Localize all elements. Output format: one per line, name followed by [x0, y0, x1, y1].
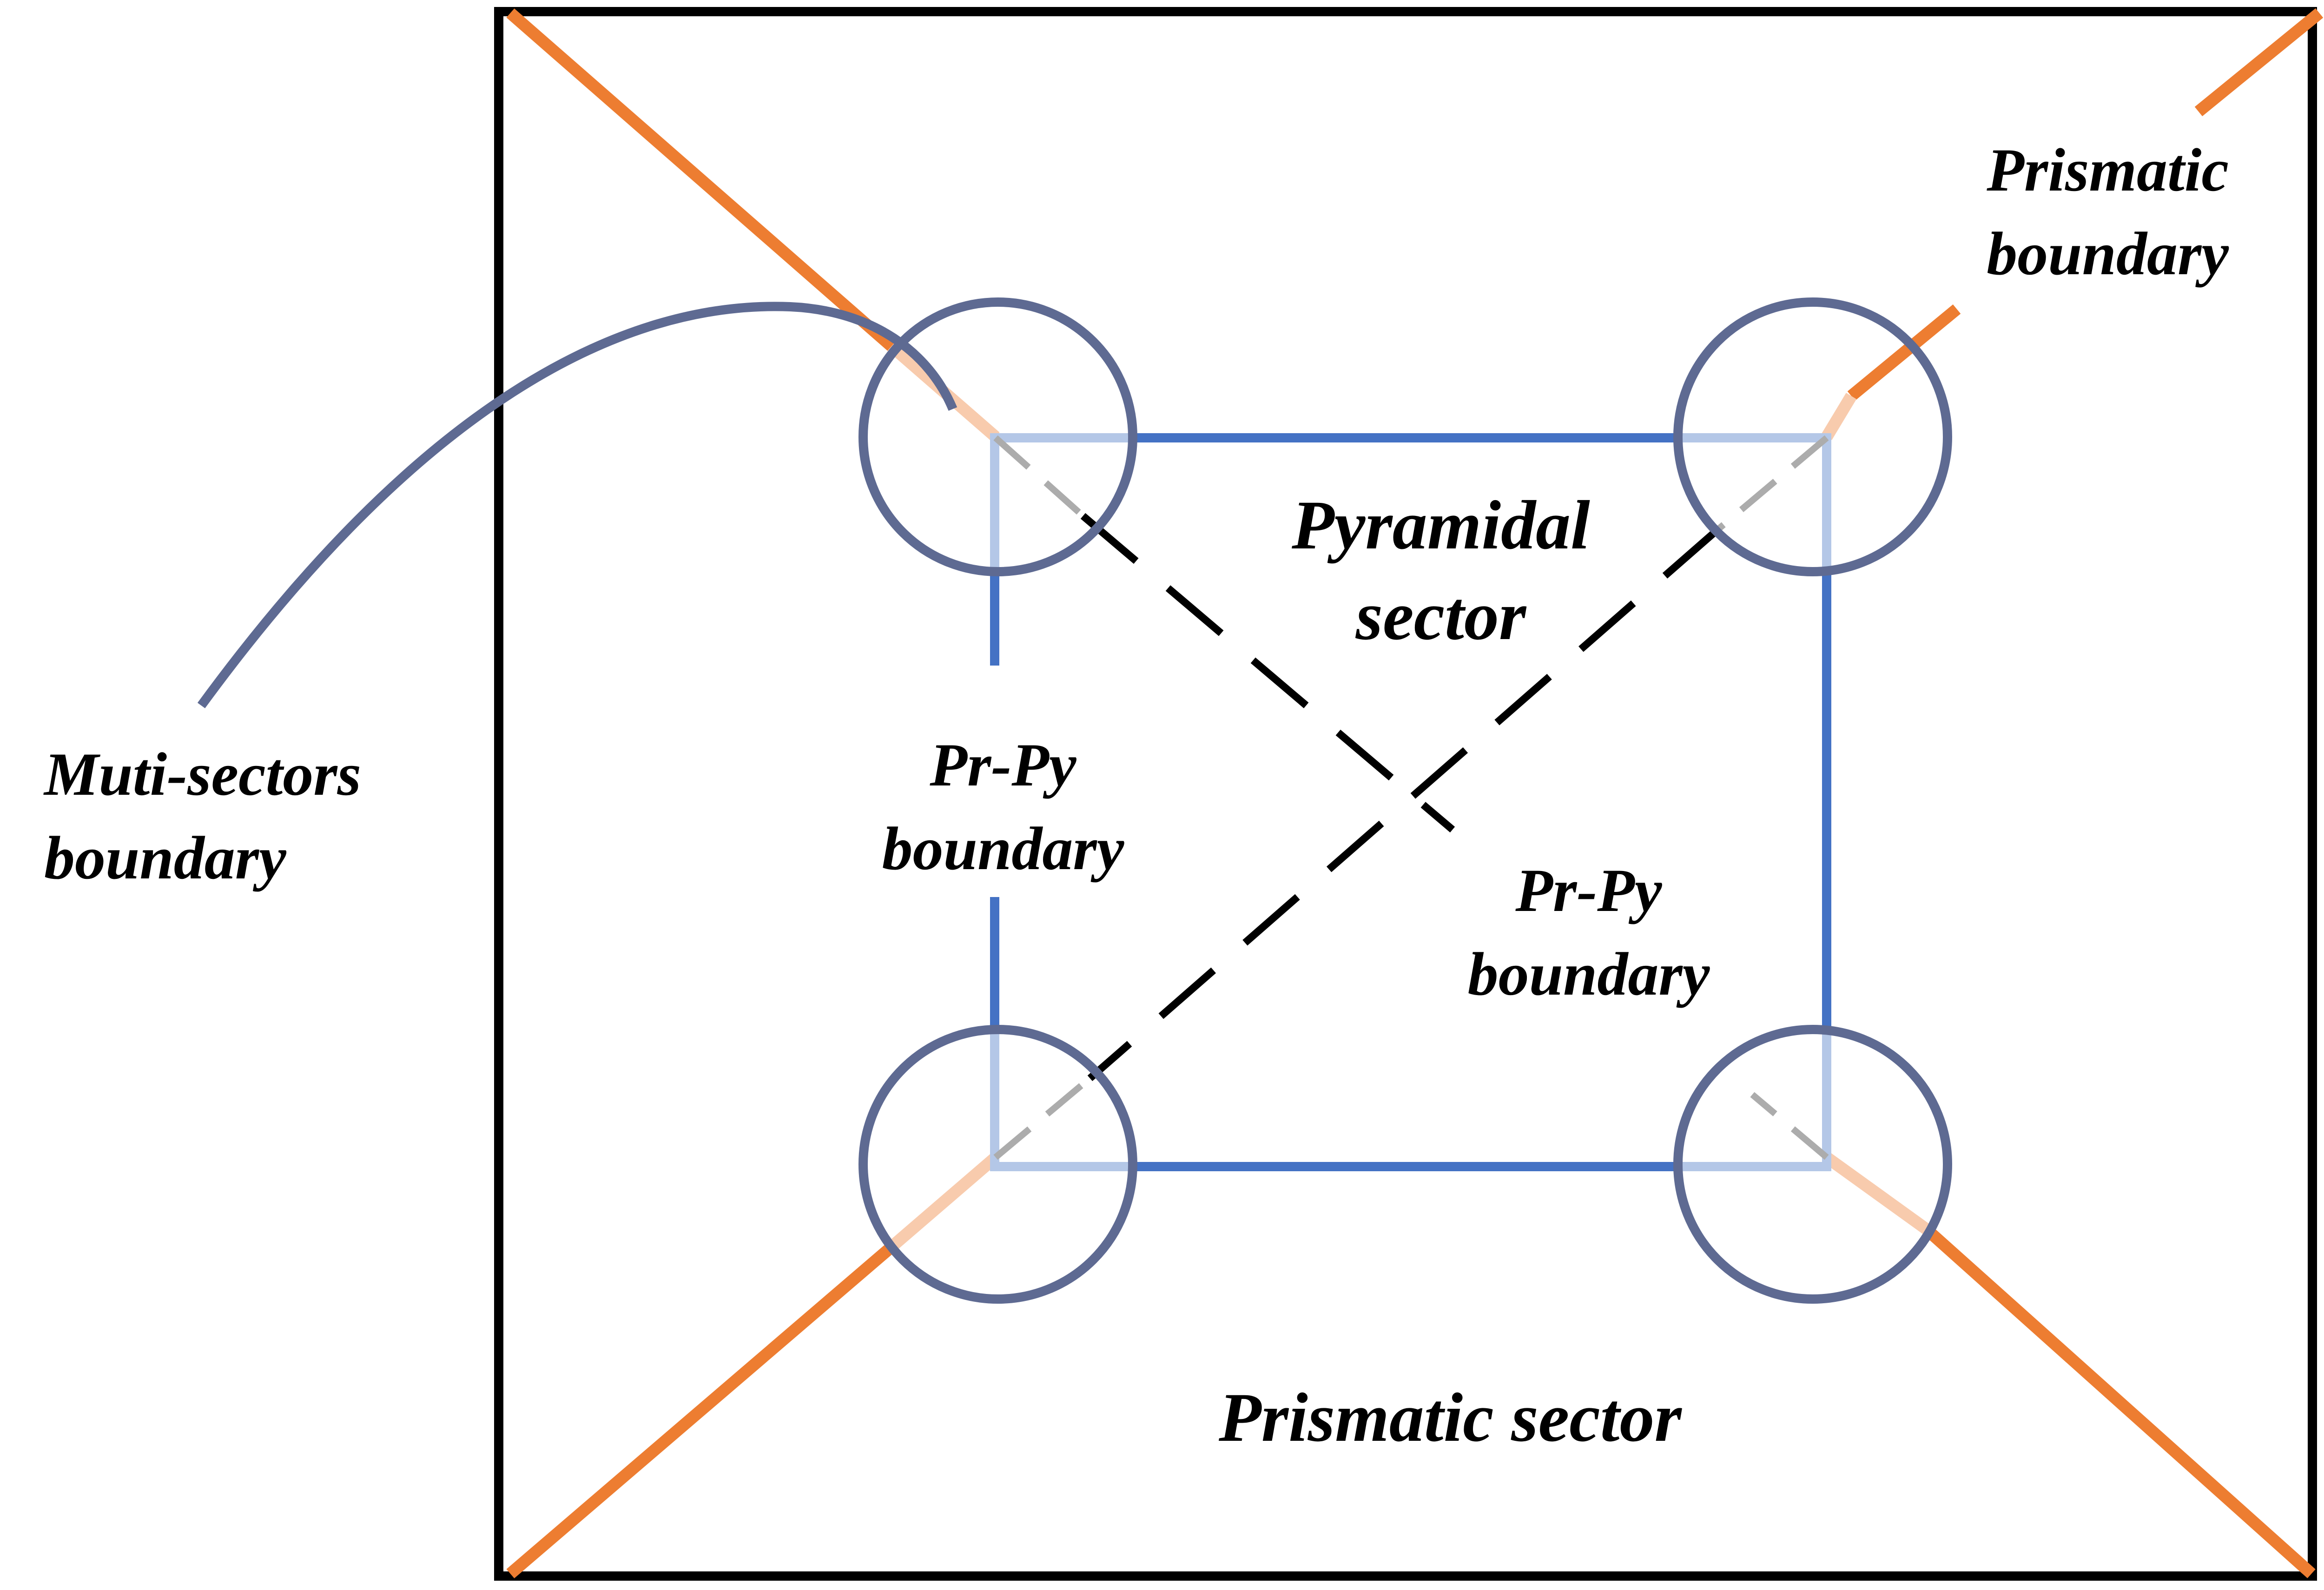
prismatic-boundary-lines: [506, 8, 2324, 1578]
pr-py-left-label-line2: boundary: [882, 814, 1124, 883]
pyramidal-diagonal-inner: [993, 435, 1829, 1160]
diag-inner-br: [1750, 1092, 1829, 1160]
diag-inner-bl: [993, 1075, 1092, 1160]
prismatic-inner-bl: [885, 1153, 1000, 1254]
pr-py-right-label-line1: Pr-Py: [1515, 856, 1662, 924]
pyramidal-diagonal-tl-br: [1080, 513, 1455, 833]
outer-frame: [494, 7, 2317, 1581]
pyramidal-diagonals: [1080, 513, 1720, 1082]
pr-py-left-label-line1: Pr-Py: [929, 731, 1076, 799]
multi-sector-circle-bottom-right: [1673, 1025, 1952, 1304]
pr-py-inner-br: [1679, 1028, 1831, 1171]
multi-sector-circles: [858, 297, 1952, 1304]
multi-sectors-label-line1: Muti-sectors: [43, 740, 361, 808]
prismatic-line-bottom-left: [506, 1245, 893, 1578]
multi-sectors-leader-line: [197, 302, 957, 708]
multi-sectors-label-line2: boundary: [44, 824, 286, 892]
pyramidal-sector-label-line1: Pyramidal: [1291, 487, 1590, 564]
pyramidal-diagonal-tr-bl: [1087, 527, 1720, 1082]
prismatic-line-top-right-lower: [1847, 304, 1961, 401]
prismatic-inner-br: [1823, 1152, 1930, 1234]
pr-py-right-label-line2: boundary: [1468, 940, 1710, 1008]
diag-inner-tr: [1715, 435, 1829, 533]
multi-sector-circle-bottom-left: [858, 1025, 1137, 1304]
prismatic-boundary-label-line2: boundary: [1987, 219, 2229, 288]
pr-py-inner-tl: [990, 433, 1134, 567]
prismatic-boundary-label-line1: Prismatic: [1986, 136, 2229, 204]
pyramidal-sector-label-line2: sector: [1355, 577, 1527, 654]
prismatic-line-bottom-right: [1922, 1225, 2316, 1578]
prismatic-line-top-right-upper: [2194, 8, 2324, 117]
multi-sector-circle-top-left: [858, 297, 1137, 576]
diag-inner-tl: [993, 435, 1085, 519]
multi-sector-circle-top-right: [1673, 297, 1952, 576]
pr-py-inner-bl: [990, 1028, 1134, 1171]
prismatic-line-top-left: [506, 8, 896, 351]
pr-py-boundary-square: [990, 433, 1831, 1171]
prismatic-sector-label: Prismatic sector: [1218, 1379, 1682, 1456]
prismatic-inner-tr: [1821, 393, 1857, 440]
